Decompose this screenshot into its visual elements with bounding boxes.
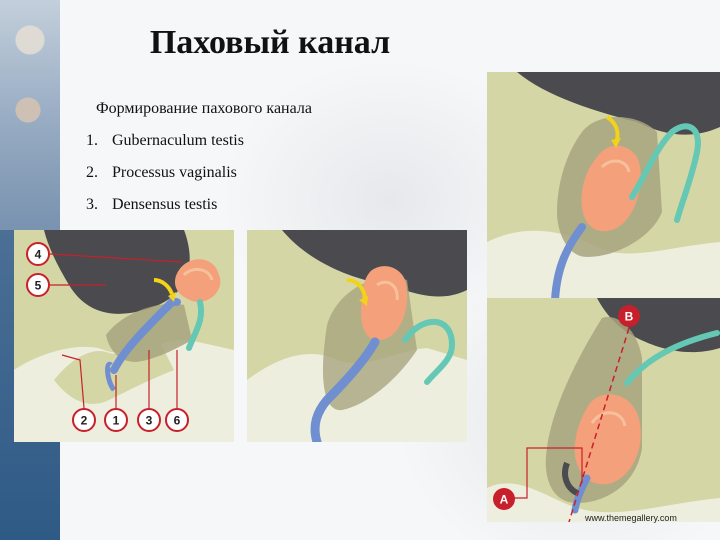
testis-highlight <box>376 280 399 301</box>
testis-highlight <box>600 159 631 173</box>
testis-shape <box>360 266 408 340</box>
abdominal-organ <box>44 230 190 314</box>
diagram-panel-scrotum: B A <box>487 298 720 522</box>
gubernaculum-tail <box>105 361 117 392</box>
descent-arrow <box>605 115 620 141</box>
descent-arrow <box>153 278 174 295</box>
diagram-canal-svg <box>487 72 720 300</box>
gubernaculum-cord <box>310 337 380 442</box>
list-item-number: 1. <box>86 132 98 149</box>
svg-text:3: 3 <box>146 414 153 428</box>
svg-text:2: 2 <box>81 414 88 428</box>
marker-3: 3 <box>137 408 161 432</box>
testis-highlight <box>590 411 627 427</box>
marker-4: 4 <box>26 242 50 266</box>
svg-text:6: 6 <box>174 414 181 428</box>
svg-text:4: 4 <box>35 248 42 262</box>
list-item-text: Gubernaculum testis <box>112 132 244 149</box>
svg-text:5: 5 <box>35 279 42 293</box>
leader-line-4 <box>49 253 183 263</box>
diagram-descent-svg <box>247 230 467 442</box>
marker-b: B <box>618 305 640 327</box>
testis-shape <box>174 259 221 302</box>
descent-arrow-head <box>359 296 368 306</box>
section-line <box>568 327 630 522</box>
diagram-panel-canal <box>487 72 720 300</box>
list-item-number: 3. <box>86 196 98 213</box>
gubernaculum-cord <box>571 474 591 514</box>
list-item-text: Densensus testis <box>112 196 218 213</box>
stage-list: 1. Gubernaculum testis 2. Processus vagina… <box>86 132 244 228</box>
vas-deferens <box>624 330 720 386</box>
diagram-panel-labeled: 4 5 2 1 3 6 <box>14 230 234 442</box>
leader-line-a <box>502 447 583 499</box>
marker-a: A <box>493 488 515 510</box>
descent-arrow-head <box>611 138 621 148</box>
watermark: www.themegallery.com <box>585 513 677 523</box>
vas-deferens <box>186 299 204 351</box>
marker-5: 5 <box>26 273 50 297</box>
diagram-panel-descent <box>247 230 467 442</box>
leader-line-2 <box>61 354 85 409</box>
svg-text:A: A <box>500 493 509 507</box>
marker-1: 1 <box>104 408 128 432</box>
gubernaculum-cord <box>551 223 586 300</box>
abdominal-wall <box>487 483 720 522</box>
left-decor-photo <box>0 0 60 230</box>
marker-2: 2 <box>72 408 96 432</box>
vas-deferens <box>629 123 701 223</box>
abdominal-wall <box>487 230 720 300</box>
testis-highlight <box>182 267 214 281</box>
marker-6: 6 <box>165 408 189 432</box>
list-item: 3. Densensus testis <box>86 196 244 228</box>
list-item: 1. Gubernaculum testis <box>86 132 244 164</box>
descent-arrow <box>346 278 367 299</box>
diagram-scrotum-svg: B A <box>487 298 720 522</box>
slide-subtitle: Формирование пахового канала <box>96 100 312 117</box>
svg-text:B: B <box>625 310 634 324</box>
gubernaculum-cord <box>110 298 176 374</box>
dark-fold <box>562 461 579 496</box>
descent-arrow-head <box>168 292 176 302</box>
diagram-labeled-svg: 4 5 2 1 3 6 <box>14 230 234 442</box>
svg-text:1: 1 <box>113 414 120 428</box>
list-item: 2. Processus vaginalis <box>86 164 244 196</box>
abdominal-organ <box>517 72 720 135</box>
vas-deferens <box>402 318 456 385</box>
testis-shape <box>574 394 641 485</box>
list-item-text: Processus vaginalis <box>112 164 237 181</box>
slide-title: Паховый канал <box>149 24 391 61</box>
list-item-number: 2. <box>86 164 98 181</box>
abdominal-organ <box>282 230 467 297</box>
